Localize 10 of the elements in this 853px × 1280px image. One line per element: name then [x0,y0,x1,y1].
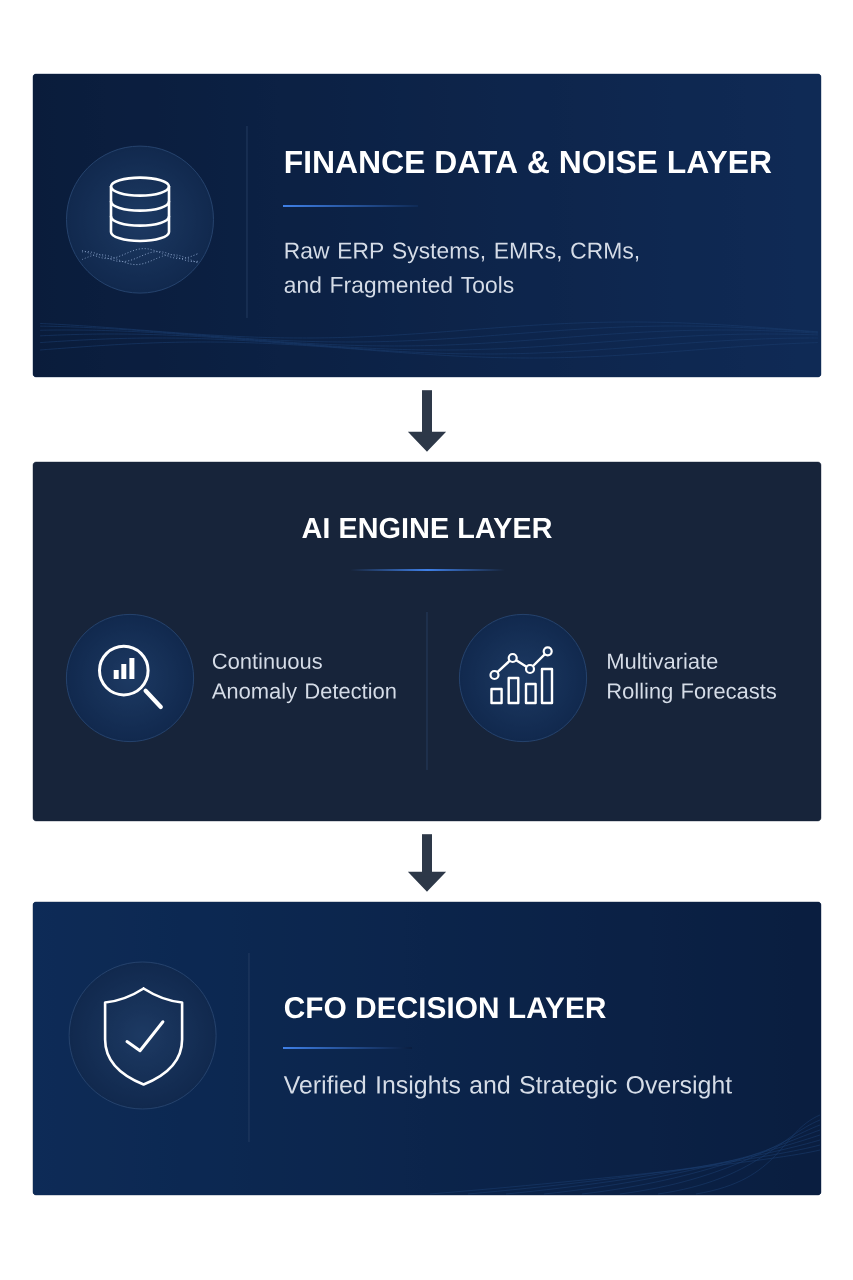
layer-panel [32,73,822,378]
layer-title: AI ENGINE LAYER [302,517,552,539]
feature-description: Continuous Anomaly Detection [211,652,396,704]
layer-description: Verified Insights and Strategic Oversight [283,1075,732,1099]
layer-panel [32,461,822,822]
layer-panel [32,901,822,1196]
layer-description: Raw ERP Systems, EMRs, CRMs, and Fragmented Tools [284,242,639,298]
layer-title: CFO DECISION LAYER [284,997,606,1019]
feature-description: Multivariate Rolling Forecasts [608,652,776,704]
layer-title: FINANCE DATA & NOISE LAYER [285,150,772,174]
